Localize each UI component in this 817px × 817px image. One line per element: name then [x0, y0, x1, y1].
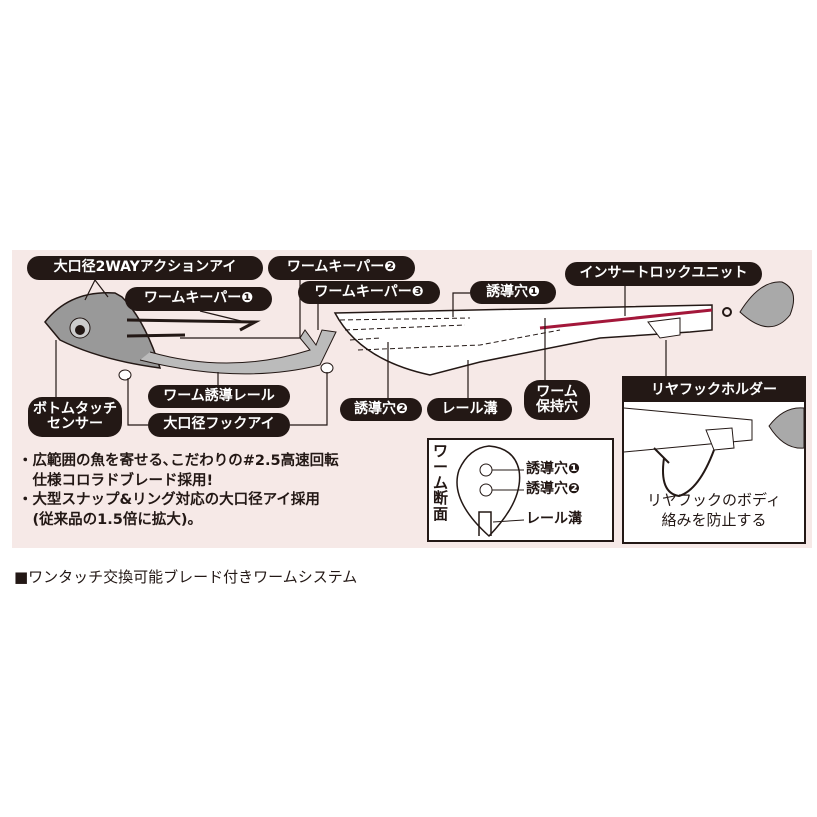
- caption: ■ワンタッチ交換可能ブレード付きワームシステム: [14, 568, 358, 586]
- feature-bullets: ・広範囲の魚を寄せる､こだわりの#2.5高速回転 仕様コロラドブレード採用! ・…: [18, 453, 339, 528]
- label-keeper-2: ワームキーパー❷: [268, 256, 415, 280]
- red-insert-line: [539, 308, 713, 330]
- label-worm-hold-hole: ワーム保持穴: [524, 380, 590, 420]
- label-keeper-3: ワームキーパー❸: [298, 281, 440, 304]
- label-guide-hole-2: 誘導穴❷: [340, 398, 422, 421]
- label-bottom-touch-sensor: ボトムタッチセンサー: [28, 397, 122, 437]
- rear-holder-desc: リヤフックのボディ 絡みを防止する: [647, 491, 781, 530]
- rear-holder-drawing: [624, 407, 804, 498]
- label-guide-rail: ワーム誘導レール: [148, 385, 290, 408]
- cross-section-drawing: [456, 445, 525, 538]
- label-insert-lock-unit: インサートロックユニット: [565, 262, 762, 286]
- cross-section-box: ワーム断面 誘導穴❶ 誘導穴❷ レール溝: [427, 438, 614, 542]
- cs-hole-1: 誘導穴❶: [526, 461, 580, 477]
- jig-head: [44, 292, 162, 369]
- rear-holder-title: リヤフックホルダー: [624, 378, 804, 402]
- label-hook-eye: 大口径フックアイ: [148, 413, 290, 437]
- blade: [739, 281, 795, 328]
- label-rail-groove: レール溝: [427, 398, 512, 421]
- cross-section-title: ワーム断面: [433, 442, 449, 523]
- cs-rail-groove: レール溝: [526, 511, 582, 527]
- cs-hole-2: 誘導穴❷: [526, 481, 580, 497]
- label-action-eye: 大口径2WAYアクションアイ: [27, 256, 263, 280]
- label-guide-hole-1: 誘導穴❶: [470, 281, 556, 304]
- rear-hook-holder-box: リヤフックホルダー リヤフックのボディ 絡みを防止する: [622, 376, 806, 544]
- label-keeper-1: ワームキーパー❶: [125, 287, 272, 311]
